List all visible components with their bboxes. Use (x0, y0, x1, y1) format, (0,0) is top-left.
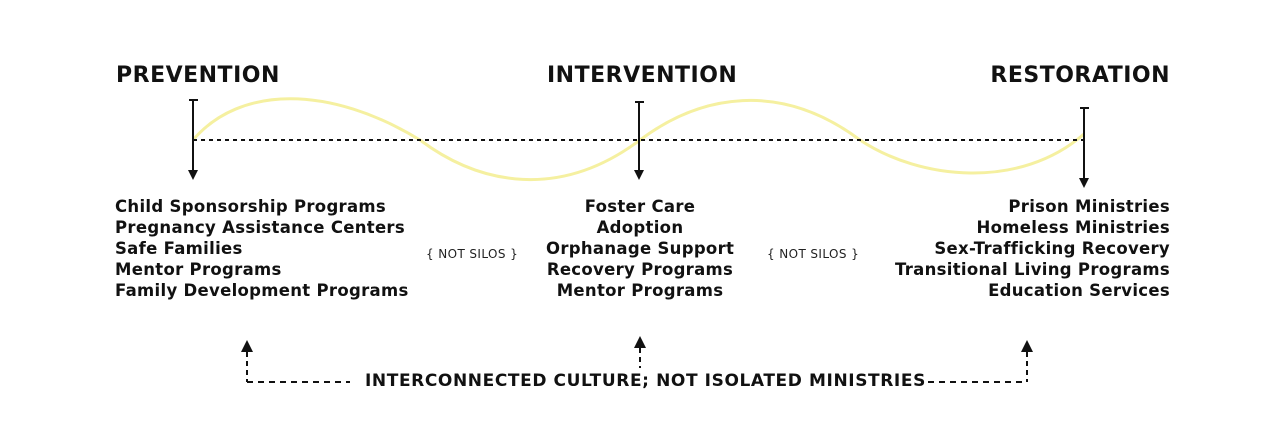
stage-heading-restoration: RESTORATION (990, 63, 1170, 88)
footer-caption: INTERCONNECTED CULTURE; NOT ISOLATED MIN… (365, 371, 926, 391)
list-item: Education Services (988, 281, 1170, 300)
list-item: Transitional Living Programs (894, 260, 1170, 279)
list-item: Orphanage Support (546, 239, 735, 258)
connector-right (928, 340, 1033, 383)
list-item: Prison Ministries (1008, 197, 1170, 216)
list-item: Family Development Programs (115, 281, 409, 300)
list-item: Sex-Trafficking Recovery (934, 239, 1170, 258)
list-item: Mentor Programs (556, 281, 724, 300)
list-item: Recovery Programs (546, 260, 734, 279)
intervention-list: Foster Care Adoption Orphanage Support R… (546, 196, 734, 301)
list-item: Pregnancy Assistance Centers (115, 218, 405, 237)
not-silos-label: { NOT SILOS } (767, 247, 860, 261)
list-item: Foster Care (584, 197, 696, 216)
list-item: Homeless Ministries (976, 218, 1170, 237)
list-item: Adoption (596, 218, 684, 237)
connector-center (634, 336, 646, 368)
restoration-list: Prison Ministries Homeless Ministries Se… (895, 196, 1170, 301)
list-item: Mentor Programs (115, 260, 282, 279)
connector-left (241, 340, 350, 383)
marker-intervention (634, 101, 644, 180)
stage-heading-intervention: INTERVENTION (547, 63, 738, 88)
marker-restoration (1079, 107, 1089, 188)
list-item: Child Sponsorship Programs (115, 197, 387, 216)
prevention-list: Child Sponsorship Programs Pregnancy Ass… (115, 196, 409, 301)
list-item: Safe Families (115, 239, 243, 258)
not-silos-label: { NOT SILOS } (426, 247, 519, 261)
stage-heading-prevention: PREVENTION (116, 63, 280, 88)
marker-prevention (188, 99, 198, 180)
